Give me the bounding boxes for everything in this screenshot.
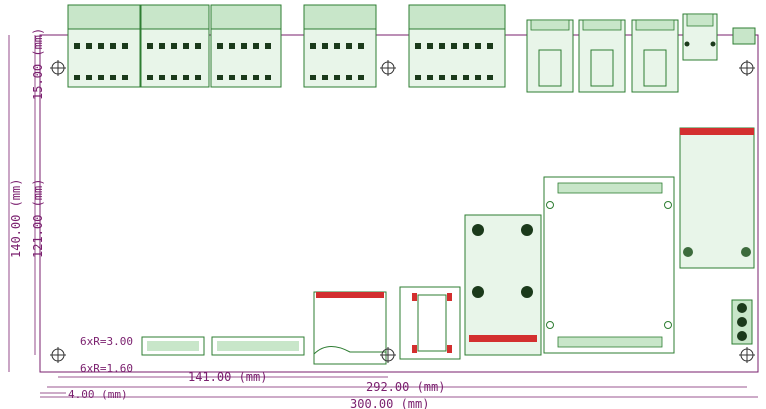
dim-height-121: 121.00 (mm) [31,179,45,258]
dimension-lines [8,35,758,398]
terminal-block-group-2 [140,4,210,88]
pin-header-bottom [557,336,663,348]
pin-header-top [557,182,663,194]
terminal-block-group-5 [408,4,506,88]
power-connector [732,27,756,45]
terminal-block-header [303,4,377,30]
mounting-hole [739,60,755,76]
dim-height-15: 15.00 (mm) [31,28,45,100]
db9-connector [682,13,718,61]
mounting-holes [50,60,755,363]
terminal-pins [415,43,493,80]
rj45-jack-2 [578,19,626,93]
terminal-pins [217,43,271,80]
terminal-block-group-4 [303,4,377,88]
terminal-block-group-3 [210,4,282,88]
sd-card-slot [313,291,387,365]
mounting-hole [380,347,396,363]
mini-pcie-slot [679,127,755,269]
sim-card-holder [399,286,461,360]
expansion-board [543,176,675,354]
terminal-pins [310,43,364,80]
dim-width-300: 300.00 (mm) [350,397,429,409]
mounting-hole [50,60,66,76]
box-header-1 [141,336,205,356]
dim-width-4: 4.00 (mm) [68,388,128,401]
terminal-pins [74,43,128,80]
module-socket [464,214,542,356]
terminal-block-header [408,4,506,30]
rj45-jack-1 [526,19,574,93]
terminal-block-header [140,4,210,30]
dim-width-141: 141.00 (mm) [188,370,267,384]
mounting-hole [50,347,66,363]
board-outline [39,34,759,373]
annot-radius-inner: 6xR=1.60 [80,362,133,375]
annot-radius-outer: 6xR=3.00 [80,335,133,348]
terminal-block-header [210,4,282,30]
dim-height-140: 140.00 (mm) [9,179,23,258]
terminal-pins [147,43,201,80]
terminal-block-3pin [731,299,753,345]
dim-width-292: 292.00 (mm) [366,380,445,394]
mounting-hole [739,347,755,363]
terminal-block-group-1 [67,4,141,88]
terminal-block-header [67,4,141,30]
box-header-2 [211,336,305,356]
rj45-jack-3 [631,19,679,93]
mounting-hole [380,60,396,76]
